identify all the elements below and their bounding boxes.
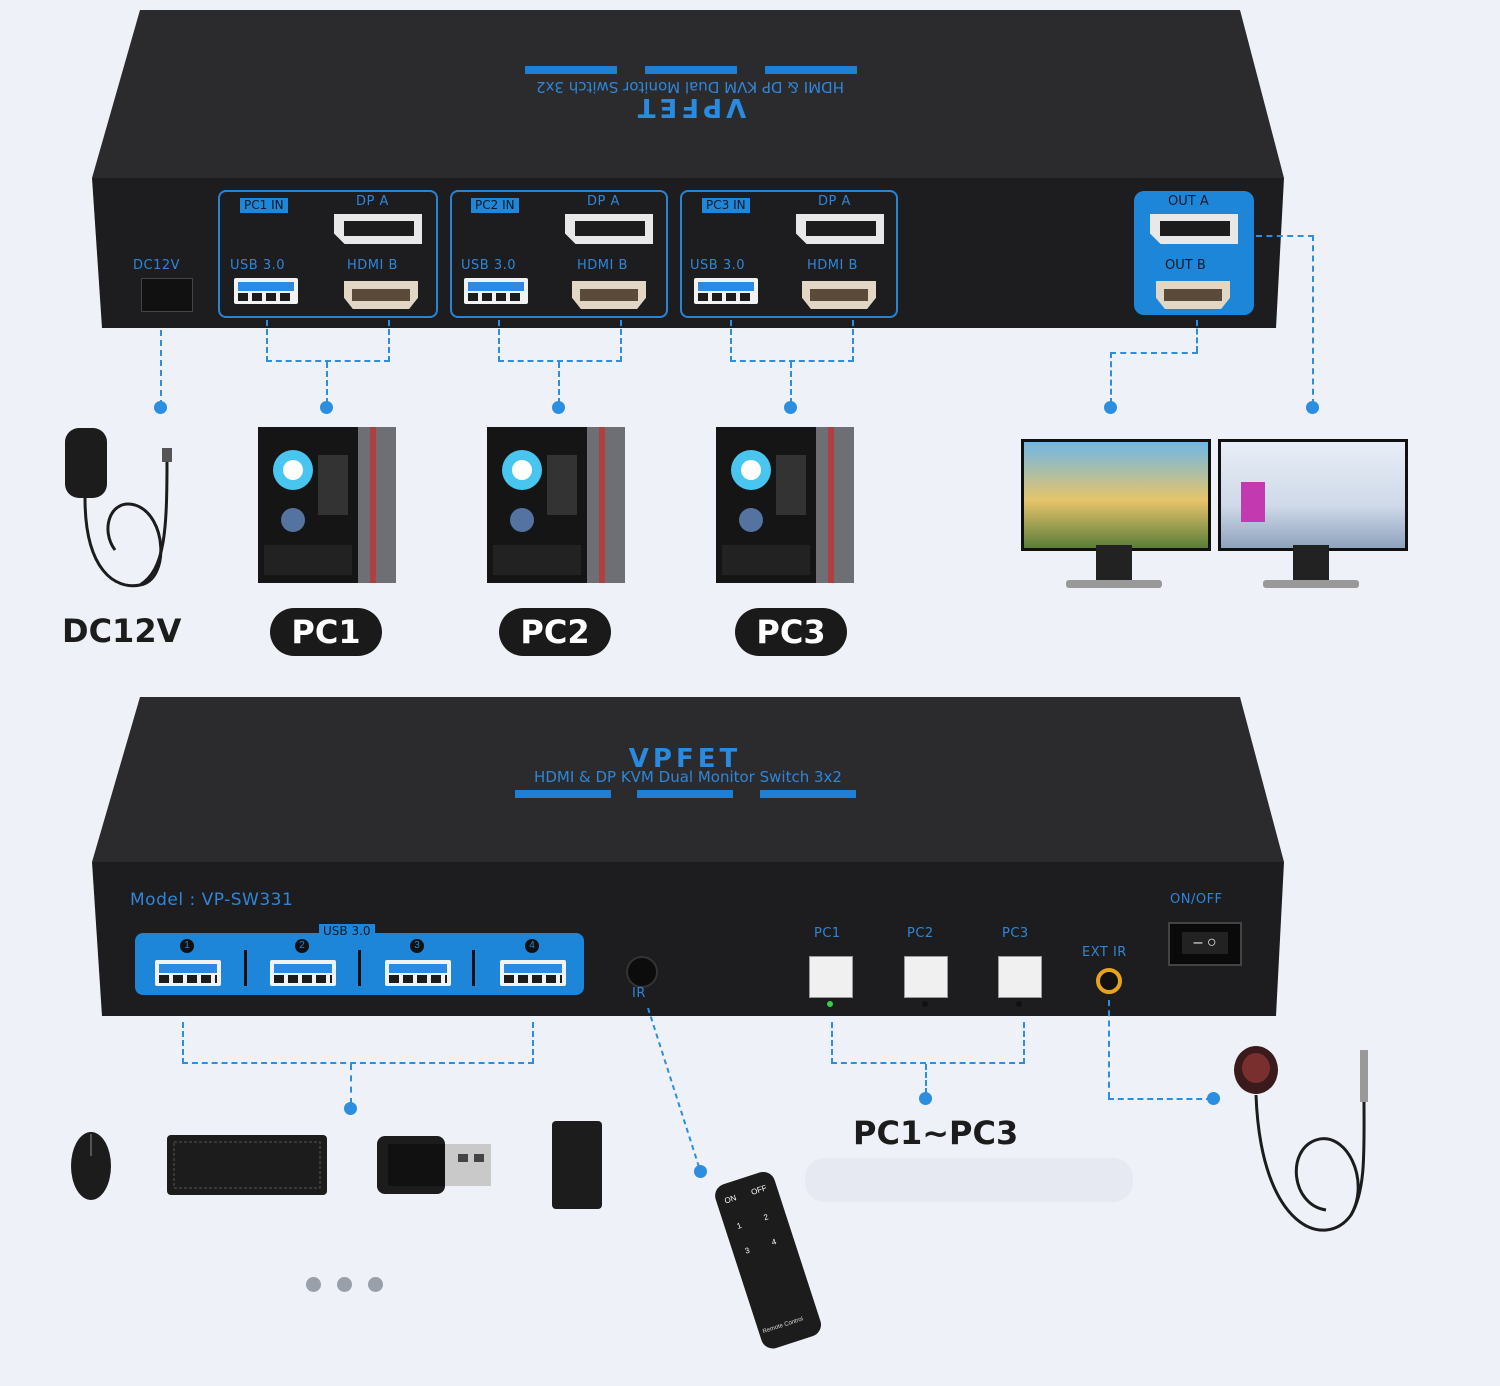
pc2-hdmi-port [572, 281, 646, 309]
buttons-connector-dot [919, 1092, 932, 1105]
monitor2-icon [1218, 439, 1408, 551]
front-brand-logo: VPFET [628, 744, 742, 774]
pc1-connector-dot [320, 401, 333, 414]
remote-connector-dot [694, 1165, 707, 1178]
dc12v-port-label: DC12V [133, 258, 181, 273]
remote-off-label: OFF [749, 1183, 768, 1197]
keyboard-icon [167, 1135, 327, 1195]
pc1-hdmi-port [344, 281, 418, 309]
pc2-status-led [922, 1001, 928, 1007]
front-usb-port-1 [155, 960, 221, 986]
front-usb-port-2 [270, 960, 336, 986]
pc2-button-label: PC2 [907, 926, 934, 941]
pc2-connector-dot [552, 401, 565, 414]
usb-number-1: 1 [180, 939, 194, 953]
pc2-in-label: PC2 IN [471, 198, 519, 213]
pc-range-caption: PC1~PC3 [853, 1114, 1019, 1152]
pc2-select-button[interactable] [904, 956, 948, 998]
usb-devices-connector-dot [344, 1102, 357, 1115]
monitor1-connector-dot [1104, 401, 1117, 414]
out-a-dp-port [1150, 214, 1238, 244]
pc3-connector-dot [784, 401, 797, 414]
power-adapter-icon [65, 428, 172, 588]
ext-ir-connector-dot [1207, 1092, 1220, 1105]
remote-control-icon: ON OFF 1 2 3 4 Remote Control [712, 1168, 825, 1352]
remote-name-label: Remote Control [762, 1316, 804, 1336]
pc1-badge: PC1 [270, 608, 382, 656]
remote-key-2: 2 [762, 1212, 770, 1223]
pc3-dp-label: DP A [818, 194, 851, 209]
pc2-hdmi-label: HDMI B [577, 258, 628, 273]
front-subtitle: HDMI & DP KVM Dual Monitor Switch 3x2 [534, 768, 842, 786]
usb-number-4: 4 [525, 939, 539, 953]
pc3-usb-label: USB 3.0 [690, 258, 745, 273]
ir-label: IR [632, 986, 646, 1001]
remote-on-label: ON [723, 1193, 738, 1206]
pc2-tower-icon [487, 427, 625, 583]
remote-key-3: 3 [743, 1245, 751, 1256]
pc2-dp-port [565, 214, 653, 244]
rear-brand-logo: VPFET [633, 92, 747, 122]
power-switch-label: ON/OFF [1170, 892, 1223, 907]
usb-hub-label: USB 3.0 [319, 924, 375, 938]
pc1-usb-port [234, 278, 298, 304]
pc2-port-group [450, 190, 668, 318]
pc3-port-group [680, 190, 898, 318]
external-drive-icon [552, 1121, 602, 1209]
pc3-in-label: PC3 IN [702, 198, 750, 213]
pc3-hdmi-port [802, 281, 876, 309]
remote-key-1: 1 [735, 1220, 743, 1231]
power-switch[interactable]: – ○ [1168, 922, 1242, 966]
pc3-dp-port [796, 214, 884, 244]
ir-receiver-icon [626, 956, 658, 988]
dc12v-jack [141, 278, 193, 312]
pc1-button-label: PC1 [814, 926, 841, 941]
ext-ir-jack [1096, 968, 1122, 994]
out-b-hdmi-port [1156, 281, 1230, 309]
pc3-select-button[interactable] [998, 956, 1042, 998]
pc1-hdmi-label: HDMI B [347, 258, 398, 273]
pc3-badge: PC3 [735, 608, 847, 656]
more-devices-icon [306, 1277, 386, 1293]
pc2-usb-label: USB 3.0 [461, 258, 516, 273]
monitor1-icon [1021, 439, 1211, 551]
pc3-tower-icon [716, 427, 854, 583]
pc1-tower-icon [258, 427, 396, 583]
out-b-label: OUT B [1165, 258, 1206, 273]
remote-key-4: 4 [770, 1237, 778, 1247]
pc1-status-led [827, 1001, 833, 1007]
out-a-label: OUT A [1168, 194, 1209, 209]
power-switch-rocker: – ○ [1182, 932, 1228, 954]
pc3-usb-port [694, 278, 758, 304]
pc3-hdmi-label: HDMI B [807, 258, 858, 273]
caption-shadow [805, 1158, 1133, 1202]
front-usb-port-4 [500, 960, 566, 986]
dc-connector-dot [154, 401, 167, 414]
pc2-dp-label: DP A [587, 194, 620, 209]
mouse-icon [71, 1132, 111, 1200]
pc1-select-button[interactable] [809, 956, 853, 998]
pc1-usb-label: USB 3.0 [230, 258, 285, 273]
pc1-dp-label: DP A [356, 194, 389, 209]
dc12v-caption: DC12V [62, 612, 182, 650]
usb-drive-icon [377, 1136, 491, 1194]
usb-number-2: 2 [295, 939, 309, 953]
pc1-in-label: PC1 IN [240, 198, 288, 213]
monitor2-connector-dot [1306, 401, 1319, 414]
pc3-button-label: PC3 [1002, 926, 1029, 941]
pc2-badge: PC2 [499, 608, 611, 656]
front-usb-port-3 [385, 960, 451, 986]
model-label: Model : VP-SW331 [130, 890, 294, 910]
pc3-status-led [1016, 1001, 1022, 1007]
pc1-port-group [218, 190, 438, 318]
pc2-usb-port [464, 278, 528, 304]
pc1-dp-port [334, 214, 422, 244]
usb-number-3: 3 [410, 939, 424, 953]
ext-ir-label: EXT IR [1082, 945, 1127, 960]
ir-extension-cable-icon [1234, 1046, 1368, 1232]
